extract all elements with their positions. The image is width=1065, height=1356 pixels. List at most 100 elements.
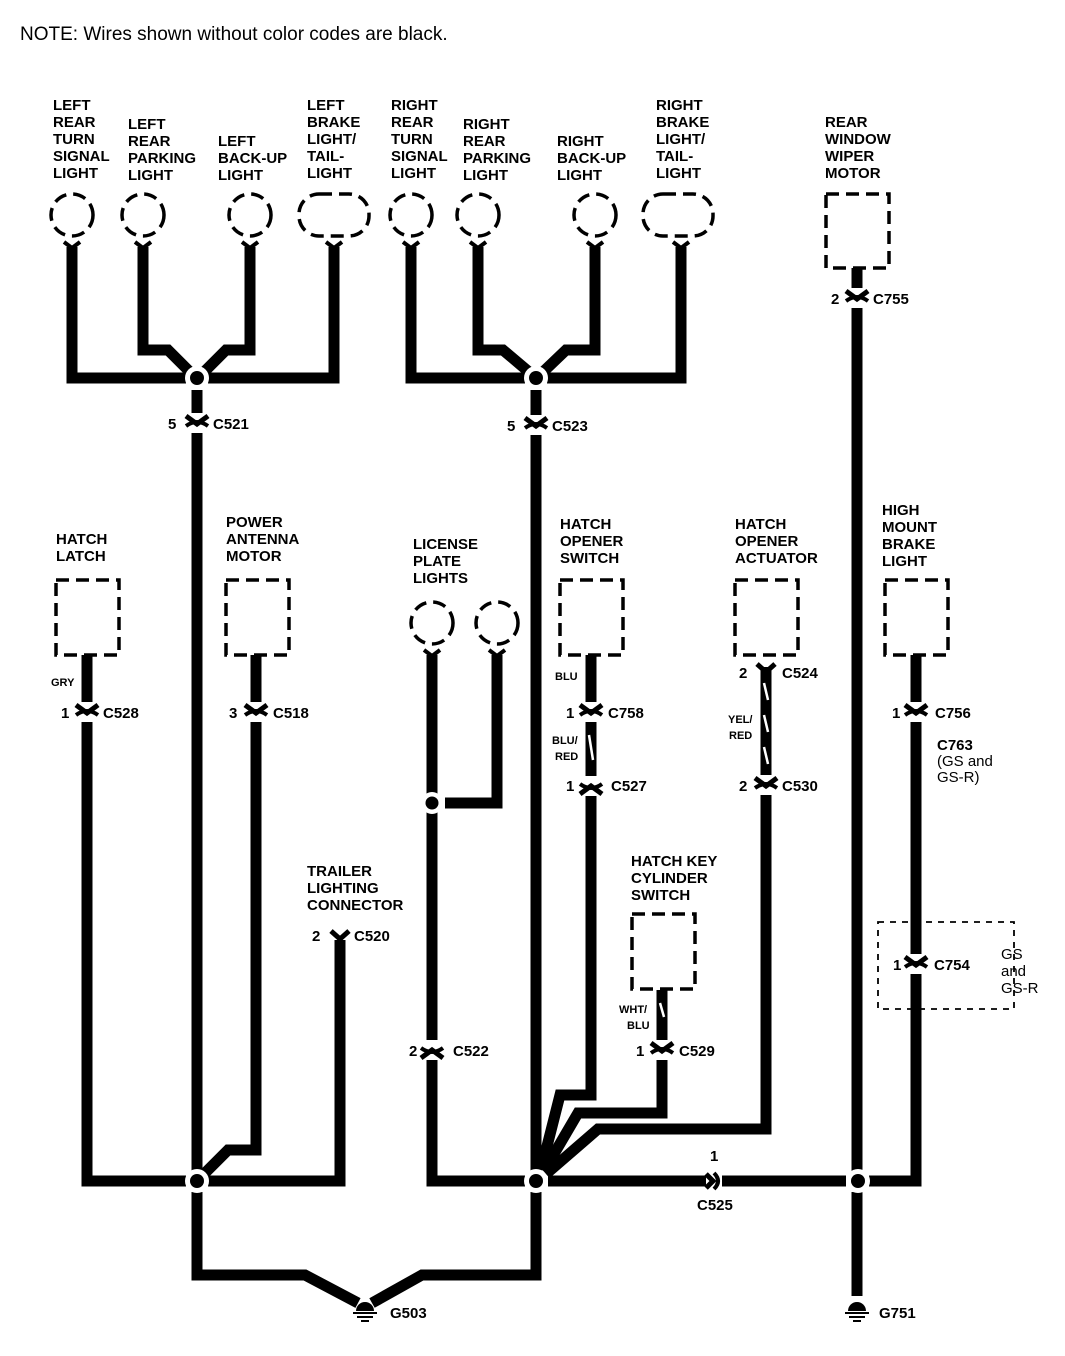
power-antenna-motor-box xyxy=(224,578,291,657)
svg-text:C521: C521 xyxy=(213,416,249,433)
connector-c529: 1 C529 xyxy=(636,1040,715,1060)
hatch-opener-switch-label: HATCH OPENER SWITCH xyxy=(560,516,624,567)
svg-text:C758: C758 xyxy=(608,705,644,722)
svg-text:C527: C527 xyxy=(611,778,647,795)
connector-c758: BLU 1 C758 xyxy=(555,671,644,722)
high-mount-brake-light-box xyxy=(883,578,950,657)
connector-c524: 2 C524 xyxy=(739,662,819,682)
svg-text:WHT/: WHT/ xyxy=(619,1004,647,1016)
connector-c530: 2 C530 xyxy=(739,775,818,795)
svg-text:1: 1 xyxy=(893,957,901,974)
svg-text:MOTOR: MOTOR xyxy=(825,165,881,182)
svg-text:2: 2 xyxy=(409,1043,417,1060)
svg-text:5: 5 xyxy=(168,416,176,433)
svg-text:BACK-UP: BACK-UP xyxy=(218,150,287,167)
svg-text:HATCH: HATCH xyxy=(560,516,611,533)
svg-text:POWER: POWER xyxy=(226,514,283,531)
svg-text:C755: C755 xyxy=(873,291,909,308)
svg-text:C754: C754 xyxy=(934,957,971,974)
svg-text:RIGHT: RIGHT xyxy=(391,97,438,114)
svg-text:CYLINDER: CYLINDER xyxy=(631,870,708,887)
svg-text:5: 5 xyxy=(507,418,515,435)
power-antenna-motor-label: POWER ANTENNA MOTOR xyxy=(226,514,299,565)
svg-text:2: 2 xyxy=(739,665,747,682)
rear-window-wiper-motor-box xyxy=(824,192,891,270)
svg-text:1: 1 xyxy=(710,1148,718,1165)
svg-text:SIGNAL: SIGNAL xyxy=(391,148,448,165)
svg-text:ANTENNA: ANTENNA xyxy=(226,531,299,548)
right-backup-bulb xyxy=(572,192,618,238)
trailer-lighting-connector-label: TRAILER LIGHTING CONNECTOR xyxy=(307,863,404,914)
hatch-latch-label: HATCH LATCH xyxy=(56,531,107,565)
right-backup-light-label: RIGHT BACK-UP LIGHT xyxy=(557,133,626,184)
svg-text:TURN: TURN xyxy=(391,131,433,148)
license-plate-lights-label: LICENSE PLATE LIGHTS xyxy=(413,536,478,587)
svg-text:PARKING: PARKING xyxy=(128,150,196,167)
diagram-note: NOTE: Wires shown without color codes ar… xyxy=(20,24,448,45)
svg-text:LIGHT: LIGHT xyxy=(218,167,263,184)
svg-text:SWITCH: SWITCH xyxy=(631,887,690,904)
left-brake-taillight-bulb xyxy=(297,192,371,238)
svg-text:1: 1 xyxy=(636,1043,644,1060)
connector-c527: 1 C527 xyxy=(566,776,647,796)
svg-text:C518: C518 xyxy=(273,705,309,722)
connector-c756: 1 C756 xyxy=(892,702,971,722)
hatch-opener-actuator-label: HATCH OPENER ACTUATOR xyxy=(735,516,818,567)
svg-text:C524: C524 xyxy=(782,665,819,682)
svg-text:LIGHT/: LIGHT/ xyxy=(307,131,357,148)
svg-text:TRAILER: TRAILER xyxy=(307,863,372,880)
svg-text:SWITCH: SWITCH xyxy=(560,550,619,567)
svg-text:SIGNAL: SIGNAL xyxy=(53,148,110,165)
hatch-latch-wire xyxy=(81,655,186,1187)
svg-text:C528: C528 xyxy=(103,705,139,722)
hatch-opener-actuator-box xyxy=(733,578,800,657)
left-rear-parking-bulb xyxy=(120,192,166,238)
hatch-key-cylinder-switch-label: HATCH KEY CYLINDER SWITCH xyxy=(631,853,717,904)
license-plate-bulb-right xyxy=(474,600,520,659)
svg-text:HATCH KEY: HATCH KEY xyxy=(631,853,717,870)
svg-text:3: 3 xyxy=(229,705,237,722)
svg-text:1: 1 xyxy=(61,705,69,722)
left-rear-turn-signal-bulb xyxy=(49,192,95,238)
svg-text:TURN: TURN xyxy=(53,131,95,148)
splice-center-bottom xyxy=(524,1169,548,1193)
left-rear-turn-signal-light-label: LEFT REAR TURN SIGNAL LIGHT xyxy=(53,97,110,182)
ground-g503: G503 xyxy=(352,1301,427,1322)
svg-text:LATCH: LATCH xyxy=(56,548,106,565)
svg-text:C756: C756 xyxy=(935,705,971,722)
svg-text:LEFT: LEFT xyxy=(53,97,91,114)
svg-text:MOUNT: MOUNT xyxy=(882,519,937,536)
svg-text:LICENSE: LICENSE xyxy=(413,536,478,553)
svg-text:BLU: BLU xyxy=(627,1020,650,1032)
svg-text:TAIL-: TAIL- xyxy=(307,148,344,165)
svg-text:CONNECTOR: CONNECTOR xyxy=(307,897,404,914)
left-backup-bulb xyxy=(227,192,273,238)
hatch-opener-switch-box xyxy=(558,578,625,657)
wire-color-blu-red: BLU/ RED xyxy=(552,735,578,763)
svg-text:OPENER: OPENER xyxy=(560,533,624,550)
svg-text:LEFT: LEFT xyxy=(218,133,256,150)
svg-text:LIGHT: LIGHT xyxy=(53,165,98,182)
svg-text:BACK-UP: BACK-UP xyxy=(557,150,626,167)
svg-text:WINDOW: WINDOW xyxy=(825,131,892,148)
splice-right-top xyxy=(524,366,548,390)
svg-text:1: 1 xyxy=(892,705,900,722)
svg-text:(GS and: (GS and xyxy=(937,753,993,770)
svg-text:LIGHTING: LIGHTING xyxy=(307,880,379,897)
connector-c755: 2 C755 xyxy=(831,288,909,308)
connector-c521: 5 C521 xyxy=(168,413,249,433)
connector-c522: 2 C522 xyxy=(409,1040,489,1060)
svg-text:GS-R: GS-R xyxy=(1001,980,1039,997)
right-lights-wires xyxy=(405,247,687,1172)
connector-c525: 1 C525 xyxy=(697,1148,733,1214)
svg-text:LIGHT: LIGHT xyxy=(557,167,602,184)
svg-text:and: and xyxy=(1001,963,1026,980)
rear-window-wiper-motor-label: REAR WINDOW WIPER MOTOR xyxy=(825,114,892,182)
power-antenna-wire xyxy=(200,655,262,1178)
trailer-wire xyxy=(208,940,346,1187)
connector-c763-label: C763 (GS and GS-R) xyxy=(937,737,993,786)
right-rear-turn-signal-light-label: RIGHT REAR TURN SIGNAL LIGHT xyxy=(391,97,448,182)
svg-text:YEL/: YEL/ xyxy=(728,714,752,726)
hatch-latch-box xyxy=(54,578,121,657)
